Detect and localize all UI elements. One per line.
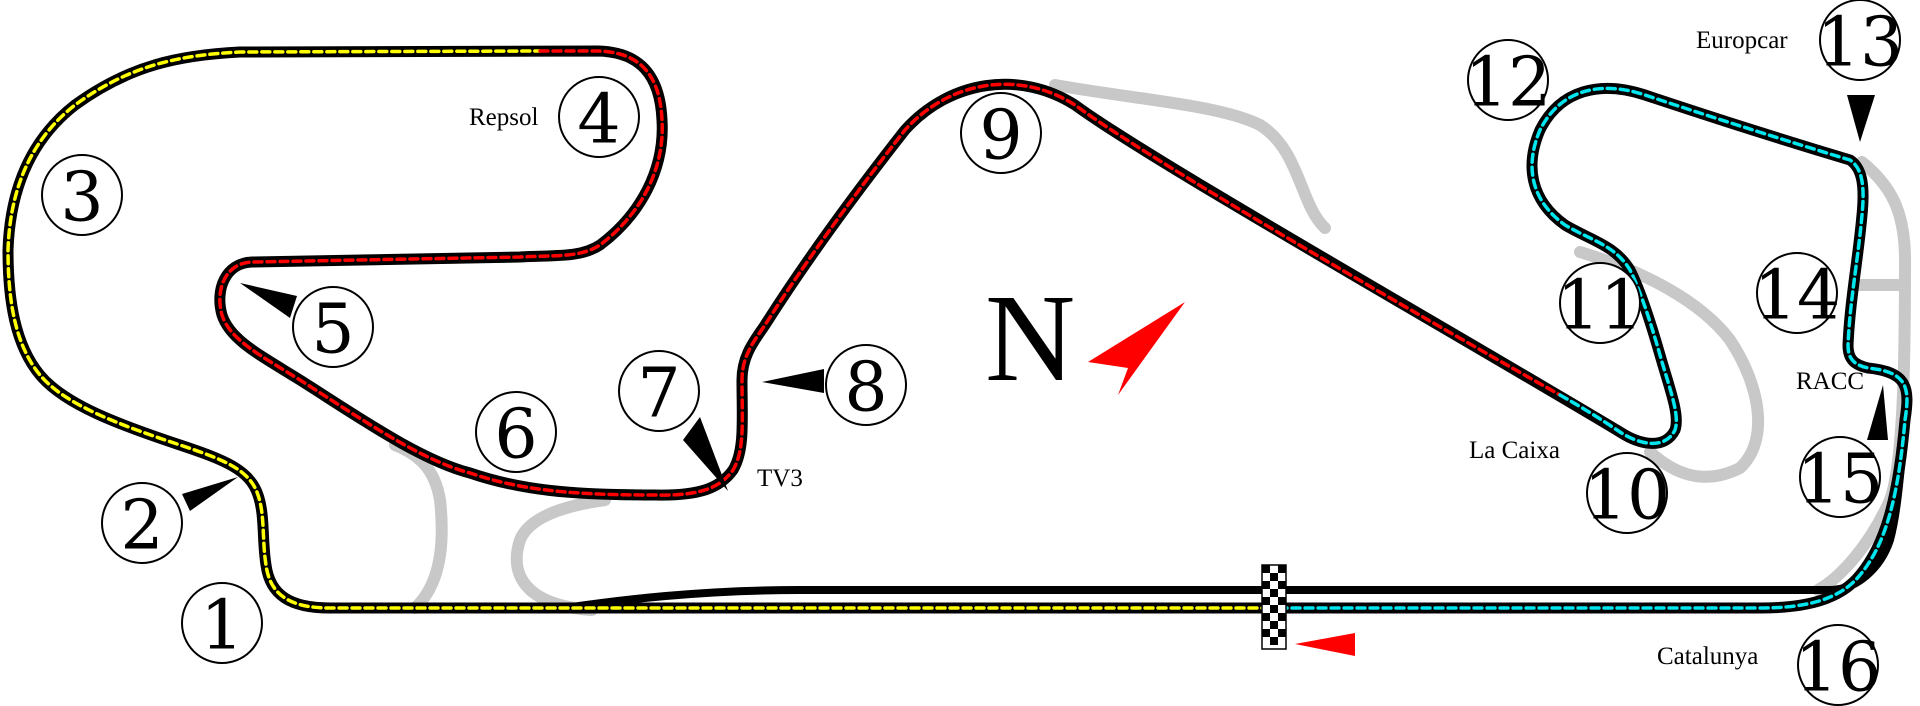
alt-section-turn6-cut [510,494,611,616]
corner-marker: 12 [1465,39,1552,123]
corner-marker: 2 [101,482,183,566]
corner-number: 15 [1797,441,1884,520]
alt-section-turn9 [1049,79,1331,234]
corner-number: 11 [1557,267,1644,346]
track-pit-lane [561,436,1908,612]
corner-pointer-icon [240,283,297,318]
corner-marker: 7 [618,350,700,434]
corner-marker: 4 [558,76,640,160]
corner-pointers [182,95,1888,511]
corner-number: 9 [979,97,1022,176]
alt-section-turn10 [1574,246,1765,483]
sector-2-line [218,49,1562,497]
corner-marker: 6 [475,391,557,475]
sector-3-line [1268,86,1909,610]
corner-marker: 8 [825,344,907,428]
corner-marker: 15 [1797,436,1884,520]
corner-number: 7 [637,355,680,434]
sector-overlays [6,49,1909,610]
corner-pointer-icon [762,369,824,393]
race-direction-arrow-icon [1295,633,1355,656]
corner-pointer-icon [182,477,238,511]
corner-pointer-icon [1867,385,1888,440]
sponsor-label-la-caixa: La Caixa [1469,437,1560,464]
alt-section-turn1 [389,439,448,614]
corner-marker: 9 [960,92,1042,176]
corner-number: 16 [1795,629,1882,706]
north-arrow-icon [1088,302,1185,395]
start-finish-flag-icon [1261,564,1287,650]
corner-marker: 10 [1584,452,1671,536]
corner-number: 2 [120,487,163,566]
corner-marker: 1 [181,582,263,666]
corner-marker: 11 [1557,262,1644,346]
corner-number: 1 [200,587,243,666]
corner-number: 8 [844,349,887,428]
corner-number: 13 [1817,4,1904,83]
corner-marker: 3 [41,154,123,238]
sponsor-label-racc: RACC [1796,368,1864,395]
north-label: N [985,270,1075,408]
corner-pointer-icon [683,417,728,491]
sponsor-label-repsol: Repsol [469,104,539,131]
corner-number: 4 [577,81,620,160]
corner-number: 3 [60,159,103,238]
corner-markers: 1 2 3 4 5 6 7 8 9 10 11 12 13 14 15 16 [41,0,1904,706]
corner-marker: 16 [1795,624,1882,706]
corner-marker: 5 [292,286,374,370]
sector-1-line [6,49,1272,610]
corner-number: 10 [1584,457,1671,536]
corner-number: 14 [1754,257,1841,336]
corner-number: 6 [494,396,537,475]
corner-marker: 14 [1754,252,1841,336]
corner-pointer-icon [1847,95,1875,142]
sponsor-label-europcar: Europcar [1696,27,1788,54]
corner-number: 12 [1465,44,1552,123]
sponsor-label-tv3: TV3 [757,465,803,492]
corner-number: 5 [311,291,354,370]
corner-marker: 13 [1817,0,1904,83]
sponsor-label-catalunya: Catalunya [1657,643,1758,670]
